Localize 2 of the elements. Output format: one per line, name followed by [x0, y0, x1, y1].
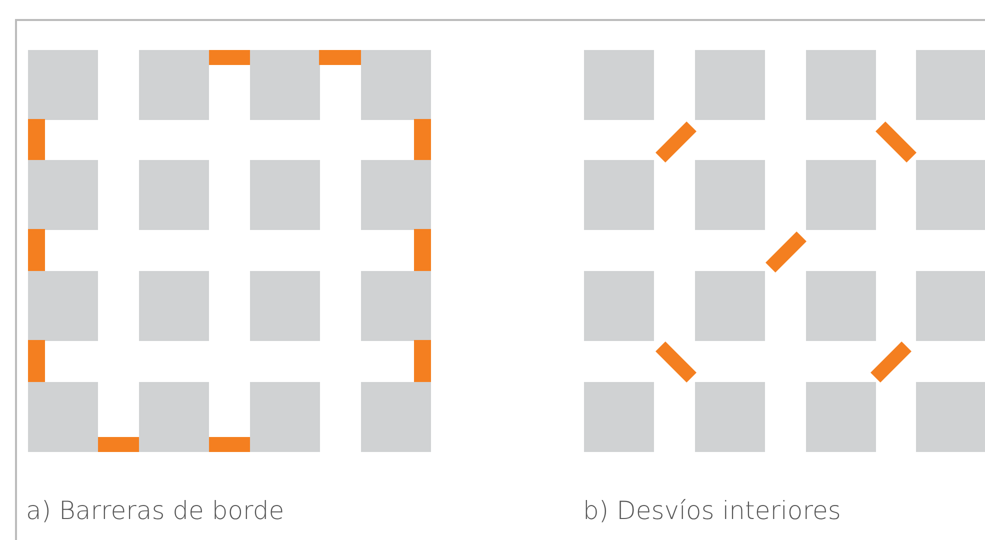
caption: b) Desvíos interiores [583, 496, 841, 525]
caption: a) Barreras de borde [26, 496, 284, 525]
